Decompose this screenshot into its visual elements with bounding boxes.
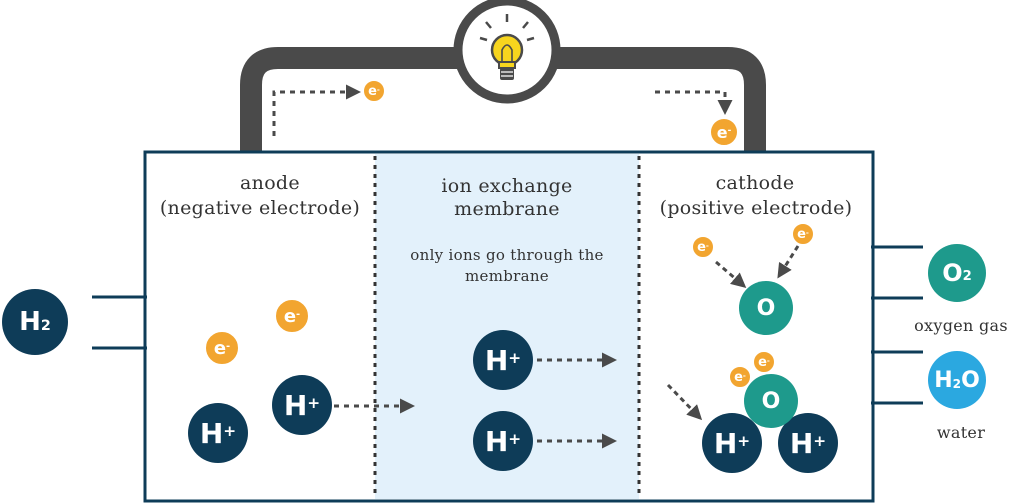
proton-charge: + bbox=[508, 429, 522, 448]
electron-charge: - bbox=[296, 309, 301, 321]
electron-charge: - bbox=[727, 125, 732, 136]
proton-symbol: H bbox=[199, 416, 224, 450]
electron-symbol: e bbox=[734, 369, 743, 385]
oxygen-symbol: O bbox=[942, 259, 963, 287]
electron-charge: - bbox=[705, 241, 709, 251]
electron-path-cathode-arrow bbox=[655, 90, 733, 115]
electron-symbol: e bbox=[716, 122, 728, 142]
proton-cathode-1: H+ bbox=[702, 413, 762, 473]
oxygen-atom-symbol: O bbox=[756, 295, 776, 321]
water-subscript: 2 bbox=[952, 376, 962, 391]
water-outlet-pipe bbox=[871, 350, 923, 405]
cathode-subtitle: (positive electrode) bbox=[659, 197, 853, 219]
electron-cathode-bonded-2: e- bbox=[752, 350, 776, 374]
proton-charge: + bbox=[223, 421, 237, 440]
oxygen-outlet-pipe bbox=[871, 245, 923, 300]
proton-to-water-arrow bbox=[666, 383, 703, 421]
electron-symbol: e bbox=[368, 83, 377, 99]
electron-anode-2: e- bbox=[274, 298, 310, 334]
electron-to-oxygen-arrow-left bbox=[715, 260, 747, 288]
electron-charge: - bbox=[742, 371, 746, 381]
electron-charge: - bbox=[376, 85, 380, 95]
proton-membrane-2: H+ bbox=[473, 411, 533, 471]
electron-symbol: e bbox=[758, 354, 767, 370]
hydrogen-inlet-pipe bbox=[92, 295, 147, 350]
membrane-title-line2: membrane bbox=[454, 198, 560, 220]
electron-charge: - bbox=[805, 228, 809, 238]
water-h-symbol: H bbox=[934, 367, 953, 393]
proton-charge: + bbox=[737, 431, 751, 450]
electron-path-anode-arrow bbox=[272, 84, 361, 136]
electron-to-oxygen-arrow-right bbox=[777, 245, 800, 279]
electron-charge: - bbox=[766, 356, 770, 366]
anode-title: anode bbox=[240, 172, 300, 194]
proton-charge: + bbox=[813, 431, 827, 450]
lightbulb-icon bbox=[479, 14, 535, 80]
oxygen-atom-upper: O bbox=[739, 281, 793, 335]
proton-symbol: H bbox=[283, 388, 308, 422]
water-o-symbol: O bbox=[961, 367, 980, 393]
proton-symbol: H bbox=[484, 343, 509, 377]
electron-charge: - bbox=[226, 341, 231, 353]
hydrogen-symbol: H bbox=[19, 307, 41, 337]
proton-anode-1: H+ bbox=[188, 403, 248, 463]
electron-symbol: e bbox=[697, 239, 706, 255]
membrane-note-line2: membrane bbox=[465, 267, 549, 285]
electron-wire-left: e- bbox=[362, 79, 386, 103]
cathode-title: cathode bbox=[715, 172, 795, 194]
proton-cathode-2: H+ bbox=[778, 413, 838, 473]
proton-symbol: H bbox=[484, 424, 509, 458]
proton-charge: + bbox=[508, 348, 522, 367]
electron-cathode-right: e- bbox=[791, 222, 815, 246]
hydrogen-subscript: 2 bbox=[40, 318, 51, 335]
water-label: water bbox=[936, 423, 986, 442]
oxygen-atom-symbol: O bbox=[761, 388, 781, 414]
proton-charge: + bbox=[307, 393, 321, 412]
oxygen-subscript: 2 bbox=[962, 269, 972, 285]
oxygen-gas-label: oxygen gas bbox=[914, 316, 1008, 335]
electron-cathode-left: e- bbox=[691, 235, 715, 259]
electron-cathode-bonded-1: e- bbox=[728, 365, 752, 389]
proton-anode-2: H+ bbox=[272, 375, 332, 435]
membrane-title-line1: ion exchange bbox=[441, 175, 573, 197]
proton-symbol: H bbox=[713, 426, 738, 460]
proton-symbol: H bbox=[789, 426, 814, 460]
anode-subtitle: (negative electrode) bbox=[159, 197, 361, 219]
electron-symbol: e bbox=[797, 226, 806, 242]
electron-anode-1: e- bbox=[204, 330, 240, 366]
membrane-note-line1: only ions go through the bbox=[410, 246, 604, 264]
electron-symbol: e bbox=[213, 337, 227, 359]
electron-wire-right: e- bbox=[709, 117, 739, 147]
proton-membrane-1: H+ bbox=[473, 330, 533, 390]
oxygen-atom-lower: O bbox=[744, 374, 798, 428]
electron-symbol: e bbox=[283, 305, 297, 327]
